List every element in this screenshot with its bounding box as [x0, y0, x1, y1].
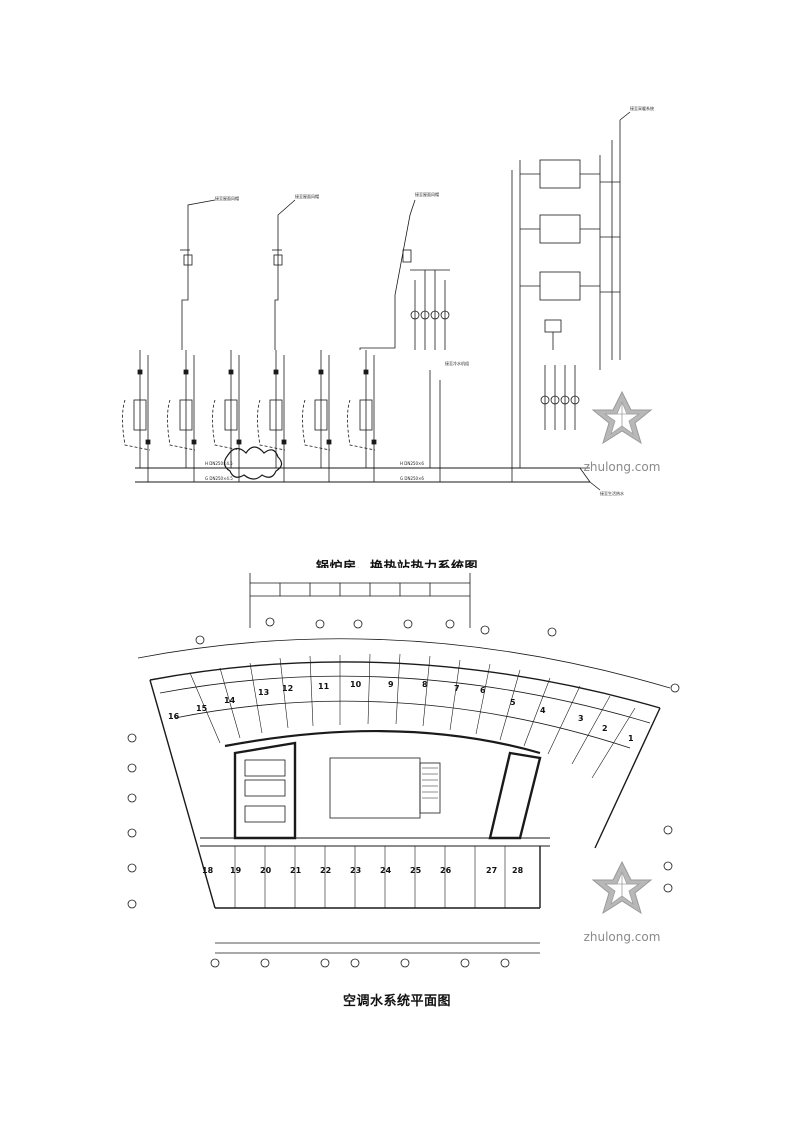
room-number: 27 [486, 866, 498, 875]
room-number: 8 [422, 680, 428, 689]
watermark-text: zhulong.com [583, 460, 661, 474]
svg-text:G DN250×6: G DN250×6 [400, 476, 424, 481]
room-number: 1 [628, 734, 634, 743]
svg-text:G DN250×4.5: G DN250×4.5 [205, 476, 233, 481]
zhulong-watermark: zhulong.com [583, 388, 661, 474]
room-number: 25 [410, 866, 422, 875]
svg-text:接至屋面风帽: 接至屋面风帽 [215, 195, 239, 201]
room-number: 9 [388, 680, 394, 689]
room-number: 12 [282, 684, 294, 693]
star-logo-icon [591, 390, 653, 445]
watermark-text: zhulong.com [583, 930, 661, 944]
room-number: 21 [290, 866, 302, 875]
figure-caption-chilled-water: 空调水系统平面图 [342, 994, 451, 1009]
room-number: 19 [230, 866, 242, 875]
room-number: 20 [260, 866, 272, 875]
room-number: 7 [454, 684, 460, 693]
svg-text:接至采暖系统: 接至采暖系统 [630, 105, 654, 111]
room-number: 28 [512, 866, 524, 875]
svg-text:H DN250×4.5: H DN250×4.5 [205, 461, 233, 466]
room-number: 26 [440, 866, 452, 875]
chilled-water-floor-plan: 1 2 3 4 5 6 7 8 9 10 11 12 13 14 15 16 1… [120, 568, 680, 973]
room-number: 4 [540, 706, 546, 715]
svg-text:接至屋面风帽: 接至屋面风帽 [295, 193, 319, 199]
room-number: 24 [380, 866, 392, 875]
room-number: 16 [168, 712, 180, 721]
room-number: 6 [480, 686, 486, 695]
star-logo-icon [591, 860, 653, 915]
room-number: 5 [510, 698, 516, 707]
room-number: 15 [196, 704, 208, 713]
room-number: 3 [578, 714, 584, 723]
svg-text:接至生活热水: 接至生活热水 [600, 490, 624, 496]
room-number: 23 [350, 866, 362, 875]
zhulong-watermark: zhulong.com [583, 858, 661, 944]
room-number: 2 [602, 724, 608, 733]
room-number: 10 [350, 680, 362, 689]
svg-text:接至冷水机组: 接至冷水机组 [445, 360, 469, 366]
svg-text:H DN250×6: H DN250×6 [400, 461, 424, 466]
room-number: 22 [320, 866, 332, 875]
svg-text:接至屋面风帽: 接至屋面风帽 [415, 191, 439, 197]
room-number: 14 [224, 696, 236, 705]
room-number: 13 [258, 688, 270, 697]
heating-system-diagram: H DN250×4.5 G DN250×4.5 H DN250×6 G DN25… [120, 100, 660, 505]
room-number-list: 1 2 3 4 5 6 7 8 9 10 11 12 13 14 15 16 1… [120, 568, 680, 973]
room-number: 18 [202, 866, 214, 875]
room-number: 11 [318, 682, 330, 691]
